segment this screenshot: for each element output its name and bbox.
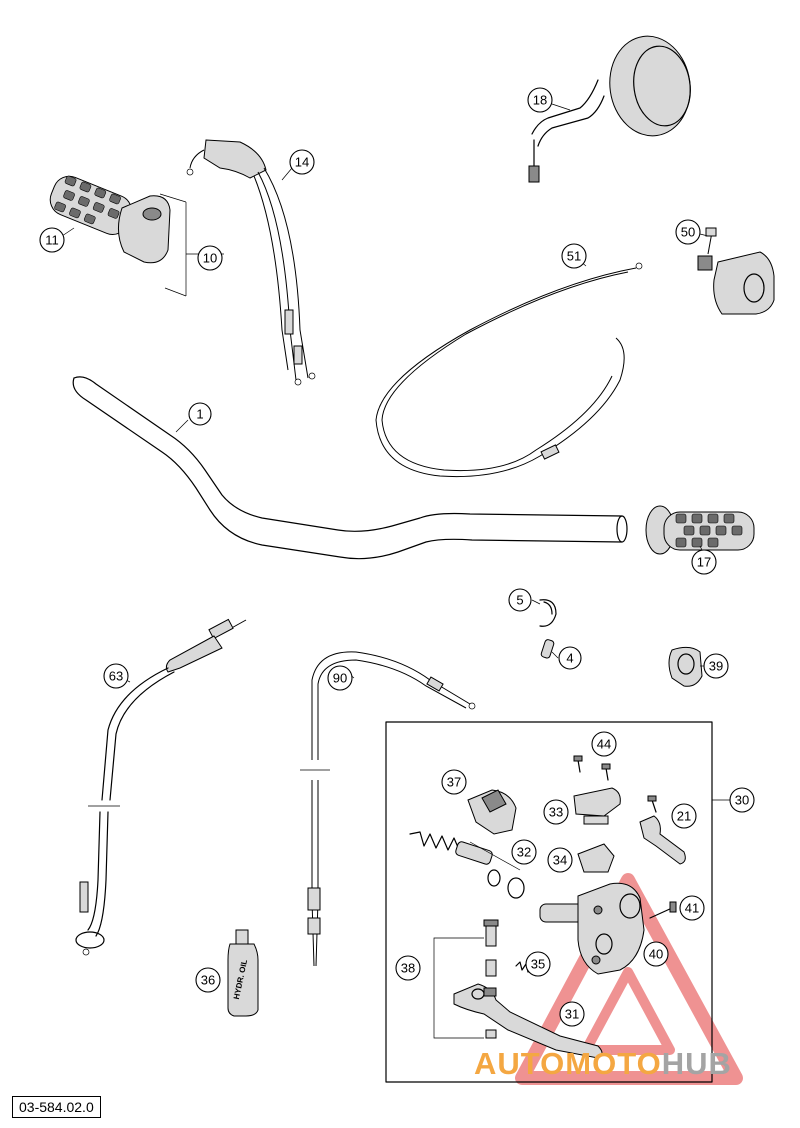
callout-40: 40	[643, 941, 669, 967]
svg-text:41: 41	[685, 901, 699, 916]
callout-37: 37	[441, 769, 467, 795]
callout-10: 10	[197, 245, 223, 271]
svg-text:17: 17	[697, 555, 711, 570]
svg-text:38: 38	[401, 961, 415, 976]
callout-leaders	[61, 103, 709, 683]
svg-text:40: 40	[649, 947, 663, 962]
svg-text:4: 4	[566, 651, 573, 666]
svg-text:33: 33	[549, 805, 563, 820]
callout-63: 63	[103, 663, 129, 689]
callout-31: 31	[559, 1001, 585, 1027]
svg-text:44: 44	[597, 737, 611, 752]
callout-51: 51	[561, 243, 587, 269]
svg-text:35: 35	[531, 957, 545, 972]
svg-text:32: 32	[517, 845, 531, 860]
callout-33: 33	[543, 799, 569, 825]
svg-text:5: 5	[516, 593, 523, 608]
handlebar	[72, 376, 628, 560]
watermark-part2: HUB	[661, 1046, 732, 1081]
svg-text:34: 34	[553, 853, 567, 868]
svg-text:90: 90	[333, 671, 347, 686]
callout-90: 90	[327, 665, 353, 691]
callout-4: 4	[558, 646, 582, 670]
svg-text:30: 30	[735, 793, 749, 808]
callout-14: 14	[289, 149, 315, 175]
hydraulic-hose	[75, 618, 247, 956]
callout-41: 41	[679, 895, 705, 921]
callout-1: 1	[188, 402, 212, 426]
callout-21: 21	[671, 803, 697, 829]
watermark-triangle	[515, 873, 743, 1085]
svg-text:10: 10	[203, 251, 217, 266]
callout-44: 44	[591, 731, 617, 757]
svg-text:21: 21	[677, 809, 691, 824]
clutch-cable	[300, 651, 476, 967]
handlebar-switch	[697, 227, 775, 315]
callout-35: 35	[525, 951, 551, 977]
cable-51	[375, 262, 643, 478]
callout-30: 30	[729, 787, 755, 813]
callout-17: 17	[691, 549, 717, 575]
svg-text:36: 36	[201, 973, 215, 988]
svg-text:63: 63	[109, 669, 123, 684]
diagram-code: 03-584.02.0	[12, 1096, 101, 1118]
callout-5: 5	[508, 588, 532, 612]
callout-34: 34	[547, 847, 573, 873]
svg-text:18: 18	[533, 93, 547, 108]
callout-11: 11	[39, 227, 65, 253]
svg-text:51: 51	[567, 249, 581, 264]
clamp-39	[668, 646, 703, 687]
svg-text:11: 11	[45, 233, 59, 248]
callout-36: 36	[195, 967, 221, 993]
throttle-cables	[186, 139, 316, 386]
svg-text:39: 39	[709, 659, 723, 674]
callout-39: 39	[703, 653, 729, 679]
circlip-and-pin	[539, 599, 557, 659]
throttle-grip	[49, 175, 187, 297]
watermark-logo: AUTOMOTOHUB	[474, 1046, 732, 1082]
hydraulic-oil-bottle	[227, 929, 259, 1017]
svg-text:31: 31	[565, 1007, 579, 1022]
master-cylinder-group	[385, 721, 730, 1083]
callout-50: 50	[675, 219, 701, 245]
svg-text:50: 50	[681, 225, 695, 240]
svg-text:1: 1	[196, 407, 203, 422]
callout-38: 38	[395, 955, 421, 981]
callout-18: 18	[527, 87, 553, 113]
left-grip	[645, 505, 755, 555]
mirror	[528, 35, 691, 183]
svg-text:14: 14	[295, 155, 309, 170]
watermark-part1: AUTOMOTO	[474, 1046, 662, 1081]
svg-text:37: 37	[447, 775, 461, 790]
callout-32: 32	[511, 839, 537, 865]
